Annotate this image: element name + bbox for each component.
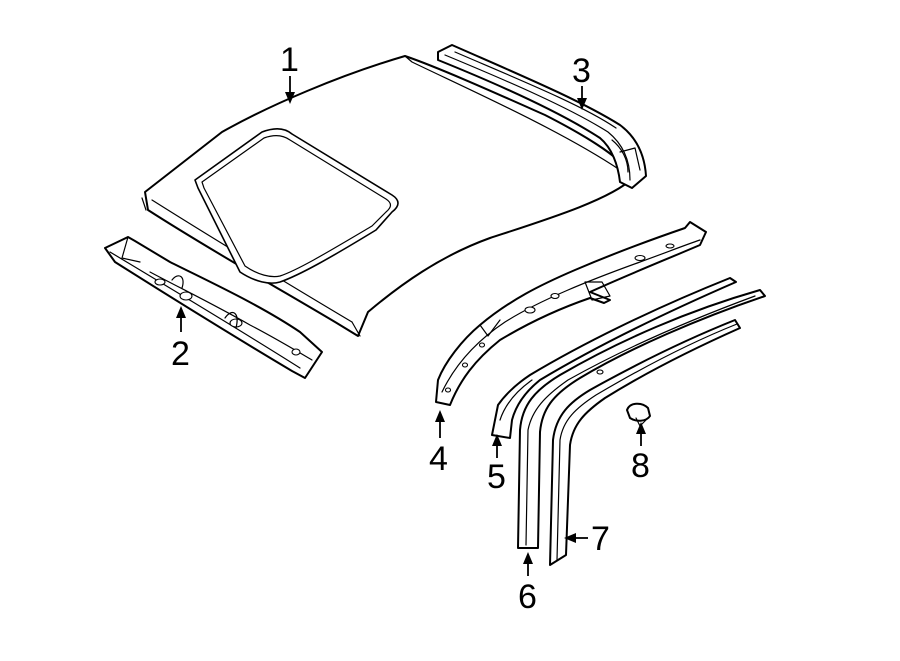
leader-1 xyxy=(285,76,295,104)
front-header xyxy=(104,236,323,379)
trim-hole xyxy=(596,369,604,375)
callout-4: 4 xyxy=(429,440,448,478)
rail-hole xyxy=(478,342,486,348)
fastener-clip xyxy=(626,402,651,427)
roof-rail-reinforcement xyxy=(435,221,707,406)
callout-2: 2 xyxy=(171,335,190,373)
callout-1: 1 xyxy=(280,41,299,79)
side-rail-upper xyxy=(437,44,647,189)
header-hole xyxy=(179,291,193,301)
callout-7: 7 xyxy=(591,520,610,558)
rail-hole xyxy=(665,243,675,249)
leader-5 xyxy=(492,434,502,458)
rail-hole xyxy=(444,387,452,393)
roof-weatherstrip xyxy=(491,277,737,439)
leader-2 xyxy=(176,306,186,332)
leader-6 xyxy=(523,552,533,576)
leader-4 xyxy=(435,410,445,438)
sunroof-opening xyxy=(194,128,399,284)
header-hole xyxy=(291,348,301,356)
callout-5: 5 xyxy=(487,458,506,496)
door-opening-trim xyxy=(517,289,766,549)
rail-hole xyxy=(524,306,536,314)
rail-hole xyxy=(634,254,646,262)
callout-6: 6 xyxy=(518,578,537,616)
callout-8: 8 xyxy=(631,447,650,485)
leader-8 xyxy=(636,422,646,446)
inner-trim xyxy=(549,319,741,566)
leader-7 xyxy=(564,533,588,543)
header-hole xyxy=(154,278,166,286)
rail-hole xyxy=(461,362,469,368)
rail-hole xyxy=(550,292,560,300)
callout-3: 3 xyxy=(572,52,591,90)
leader-3 xyxy=(577,86,587,110)
